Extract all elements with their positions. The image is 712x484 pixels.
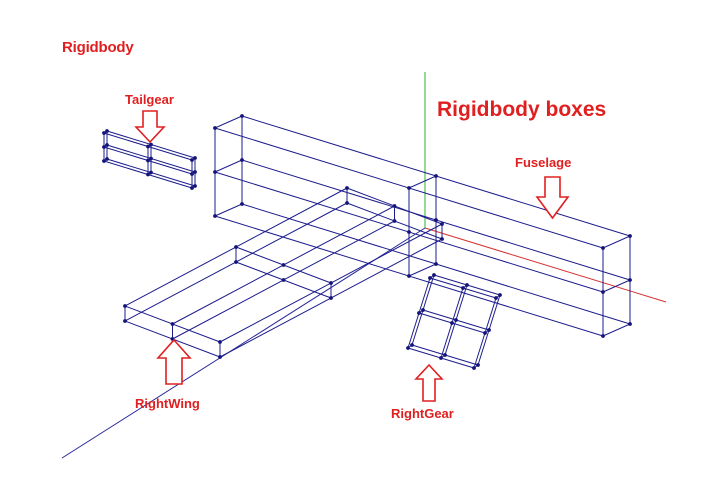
wire-vertex bbox=[102, 131, 106, 135]
wire-vertex bbox=[234, 260, 238, 264]
wire-vertex bbox=[483, 331, 487, 335]
wire-vertex bbox=[149, 142, 153, 147]
wire-vertex bbox=[329, 296, 333, 300]
wire-edge bbox=[602, 279, 631, 293]
wire-vertex bbox=[218, 355, 222, 359]
right-gear-label: RightGear bbox=[391, 406, 454, 421]
wire-vertex bbox=[443, 353, 447, 357]
wire-vertex bbox=[450, 321, 454, 325]
wire-vertex bbox=[146, 158, 150, 163]
wire-vertex bbox=[407, 230, 411, 234]
wire-vertex bbox=[601, 246, 605, 250]
wire-vertex bbox=[240, 202, 244, 206]
wire-vertex bbox=[476, 363, 480, 367]
wire-vertex bbox=[601, 290, 605, 294]
wire-vertex bbox=[407, 186, 411, 190]
wire-vertex bbox=[628, 322, 632, 326]
wire-vertex bbox=[213, 126, 217, 130]
wire-vertex bbox=[417, 311, 421, 315]
wire-vertex bbox=[432, 273, 436, 277]
wire-vertex bbox=[329, 281, 333, 285]
wire-edge bbox=[602, 235, 631, 249]
wire-vertex bbox=[234, 245, 238, 249]
wire-vertex bbox=[102, 145, 106, 149]
wire-vertex bbox=[465, 283, 469, 287]
wire-vertex bbox=[472, 366, 476, 370]
wire-vertex bbox=[281, 278, 286, 282]
wire-vertex bbox=[434, 174, 438, 178]
wire-vertex bbox=[421, 308, 425, 312]
wire-vertex bbox=[240, 114, 244, 118]
wire-vertex bbox=[102, 159, 106, 163]
fuselage-label: Fuselage bbox=[515, 155, 572, 170]
coordinate-axes bbox=[61, 72, 667, 459]
wire-vertex bbox=[146, 172, 150, 177]
wire-vertex bbox=[601, 334, 605, 338]
wire-vertex bbox=[149, 156, 153, 161]
wire-edge bbox=[602, 323, 631, 337]
wire-vertex bbox=[218, 340, 222, 344]
wire-vertex bbox=[434, 262, 438, 266]
wire-vertex bbox=[628, 278, 632, 282]
part-arrows bbox=[134, 110, 570, 402]
wire-vertex bbox=[461, 286, 465, 290]
wire-vertex bbox=[190, 158, 194, 162]
wire-vertex bbox=[498, 293, 502, 297]
wire-vertex bbox=[170, 322, 175, 326]
wire-edge bbox=[408, 263, 437, 277]
fuselage-box bbox=[213, 114, 632, 338]
tailgear-box bbox=[102, 129, 197, 190]
fuselage-arrow-icon bbox=[535, 176, 570, 220]
right-wing-box bbox=[123, 186, 444, 359]
wire-vertex bbox=[190, 172, 194, 176]
wire-vertex bbox=[105, 157, 109, 161]
wire-edge bbox=[214, 203, 243, 217]
wire-vertex bbox=[123, 319, 127, 323]
wire-vertex bbox=[345, 201, 349, 205]
wire-vertex bbox=[193, 156, 197, 160]
wire-vertex bbox=[406, 346, 410, 350]
wire-vertex bbox=[454, 318, 458, 322]
diagram-title: Rigidbody boxes bbox=[437, 98, 607, 121]
wire-vertex bbox=[439, 356, 443, 360]
wire-vertex bbox=[440, 222, 444, 226]
z-axis bbox=[61, 227, 426, 459]
wire-vertex bbox=[281, 263, 286, 267]
wire-edge bbox=[214, 159, 243, 173]
wire-vertex bbox=[213, 170, 217, 174]
wire-vertex bbox=[149, 170, 153, 175]
wire-vertex bbox=[105, 129, 109, 133]
wire-vertex bbox=[494, 296, 498, 300]
x-axis bbox=[424, 227, 667, 303]
wire-vertex bbox=[487, 328, 491, 332]
wire-vertex bbox=[345, 186, 349, 190]
page-heading: Rigidbody bbox=[62, 39, 134, 56]
wire-vertex bbox=[213, 214, 217, 218]
wire-vertex bbox=[392, 219, 397, 223]
wire-vertex bbox=[105, 143, 109, 147]
wire-vertex bbox=[240, 158, 244, 162]
wire-vertex bbox=[190, 186, 194, 190]
wire-vertex bbox=[628, 234, 632, 238]
wire-edge bbox=[214, 115, 243, 129]
tailgear-label: Tailgear bbox=[125, 92, 174, 107]
wire-vertex bbox=[407, 274, 411, 278]
right-gear-arrow-icon bbox=[414, 363, 444, 402]
right-gear-box bbox=[406, 273, 502, 370]
wire-vertex bbox=[123, 304, 127, 308]
wire-vertex bbox=[146, 144, 150, 149]
right-wing-arrow-icon bbox=[156, 338, 192, 385]
wire-edge bbox=[408, 175, 437, 189]
wire-vertex bbox=[392, 204, 397, 208]
wire-vertex bbox=[440, 237, 444, 241]
tailgear-arrow-icon bbox=[134, 110, 166, 144]
wire-vertex bbox=[428, 276, 432, 280]
wire-vertex bbox=[410, 343, 414, 347]
wire-vertex bbox=[193, 170, 197, 174]
right-wing-label: RightWing bbox=[135, 396, 200, 411]
wire-vertex bbox=[193, 184, 197, 188]
